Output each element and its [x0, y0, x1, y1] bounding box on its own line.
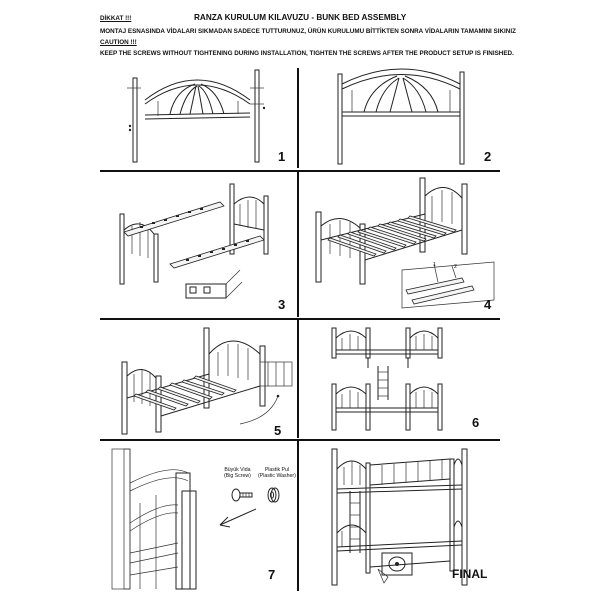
divider-vertical-4	[297, 441, 299, 591]
divider-horizontal-3	[100, 439, 500, 441]
panel-step-3	[100, 174, 296, 318]
instruction-tr: MONTAJ ESNASINDA VİDALARI SIKMADAN SADEC…	[100, 28, 516, 35]
detail-label-2: 2	[454, 264, 457, 270]
big-screw-label: Büyük Vida (Big Screw)	[224, 467, 251, 479]
final-bunk-bed-drawing	[331, 448, 468, 586]
step-number-5: 5	[274, 423, 282, 438]
stacking-drawing	[331, 327, 443, 431]
divider-vertical-2	[297, 172, 299, 317]
plastic-washer-label: Plastik Pul (Plastic Washer)	[258, 467, 296, 479]
panel-step-1	[100, 66, 296, 170]
divider-vertical-1	[297, 68, 299, 168]
headboard-assembled-drawing	[337, 68, 465, 165]
screw-detail-drawing	[111, 448, 280, 590]
step-number-2: 2	[484, 149, 492, 164]
warning-tr: DİKKAT !!!	[100, 15, 132, 22]
detail-label-1: 1	[433, 262, 436, 268]
panel-step-6	[302, 322, 498, 438]
side-rails-drawing	[119, 183, 269, 299]
step-number-4: 4	[484, 297, 492, 312]
divider-vertical-3	[297, 320, 299, 438]
divider-horizontal-2	[100, 318, 500, 320]
step-final: FINAL	[452, 567, 488, 581]
headboard-exploded-drawing	[127, 69, 266, 163]
divider-horizontal-1	[100, 170, 500, 172]
panel-step-7: Büyük Vida (Big Screw) Plastik Pul (Plas…	[100, 443, 296, 591]
warning-en: CAUTION !!!	[100, 39, 137, 46]
step-number-6: 6	[472, 415, 480, 430]
panel-step-4: 1 2	[302, 174, 498, 318]
step-number-3: 3	[278, 297, 286, 312]
instruction-en: KEEP THE SCREWS WITHOUT TIGHTENING DURIN…	[100, 50, 514, 57]
step-number-7: 7	[268, 567, 276, 582]
page-title: RANZA KURULUM KILAVUZU - BUNK BED ASSEMB…	[194, 13, 407, 22]
panel-step-5	[100, 322, 296, 438]
panel-final	[302, 443, 498, 591]
lower-bed-drawing	[121, 327, 293, 435]
panel-step-2	[302, 62, 498, 170]
step-number-1: 1	[278, 149, 286, 164]
slats-drawing	[315, 177, 495, 309]
